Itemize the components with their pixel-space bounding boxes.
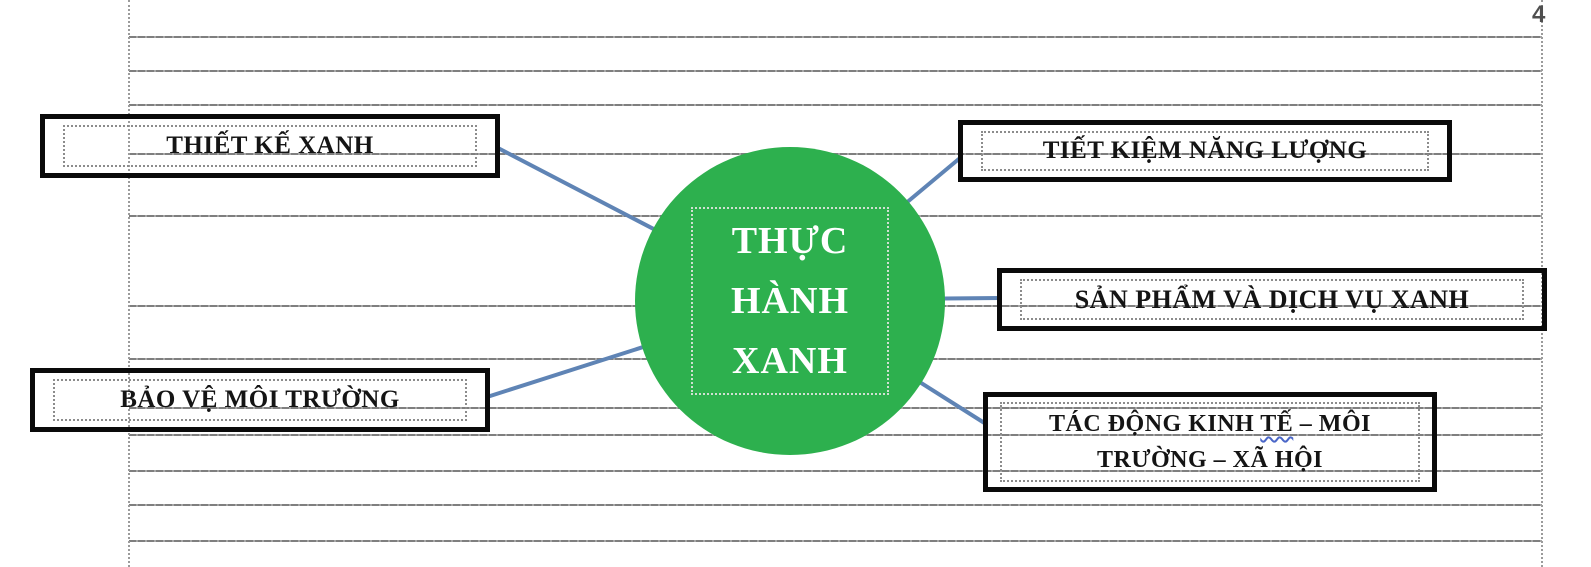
center-node-circle[interactable]: THỰC HÀNH XANH — [635, 147, 945, 455]
node-label: BẢO VỆ MÔI TRƯỜNG — [120, 386, 400, 413]
node-box-tiet-kiem-nang-luong[interactable]: TIẾT KIỆM NĂNG LƯỢNG — [958, 120, 1452, 182]
ruled-line — [129, 470, 1542, 472]
ruled-line — [129, 504, 1542, 506]
node-box-bao-ve-moi-truong[interactable]: BẢO VỆ MÔI TRƯỜNG — [30, 368, 490, 432]
ruled-line — [129, 70, 1542, 72]
node-label: SẢN PHẨM VÀ DỊCH VỤ XANH — [1074, 284, 1470, 314]
node-label: TIẾT KIỆM NĂNG LƯỢNG — [1042, 137, 1368, 164]
node-box-tac-dong[interactable]: TÁC ĐỘNG KINH TẾ – MÔI TRƯỜNG – XÃ HỘI — [983, 392, 1437, 492]
ruled-line — [129, 540, 1542, 542]
center-text-frame[interactable]: THỰC HÀNH XANH — [691, 207, 889, 395]
center-label-line: HÀNH — [731, 280, 849, 322]
text-frame[interactable]: TÁC ĐỘNG KINH TẾ – MÔI TRƯỜNG – XÃ HỘI — [1000, 402, 1420, 482]
ruled-line — [129, 104, 1542, 106]
text-frame[interactable]: THIẾT KẾ XANH — [63, 125, 477, 167]
text-frame[interactable]: SẢN PHẨM VÀ DỊCH VỤ XANH — [1020, 279, 1524, 320]
node-label: THIẾT KẾ XANH — [166, 132, 374, 159]
node-box-thiet-ke-xanh[interactable]: THIẾT KẾ XANH — [40, 114, 500, 178]
spellcheck-flagged-word: TẾ — [1260, 411, 1294, 437]
page-margin-guide-left — [128, 0, 130, 567]
center-label-line: THỰC — [731, 220, 849, 262]
ruled-line — [129, 36, 1542, 38]
text-frame[interactable]: TIẾT KIỆM NĂNG LƯỢNG — [981, 131, 1429, 171]
node-label-line1: TÁC ĐỘNG KINH TẾ – MÔI — [1049, 406, 1371, 442]
text-frame[interactable]: BẢO VỆ MÔI TRƯỜNG — [53, 379, 467, 421]
label-segment: TÁC ĐỘNG KINH — [1049, 411, 1261, 437]
center-label-line: XANH — [732, 340, 848, 382]
label-segment: – MÔI — [1293, 411, 1371, 437]
node-label-line2: TRƯỜNG – XÃ HỘI — [1097, 447, 1323, 473]
node-box-san-pham-va-dich-vu-xanh[interactable]: SẢN PHẨM VÀ DỊCH VỤ XANH — [997, 268, 1547, 331]
page-number: 4 — [1532, 1, 1546, 28]
